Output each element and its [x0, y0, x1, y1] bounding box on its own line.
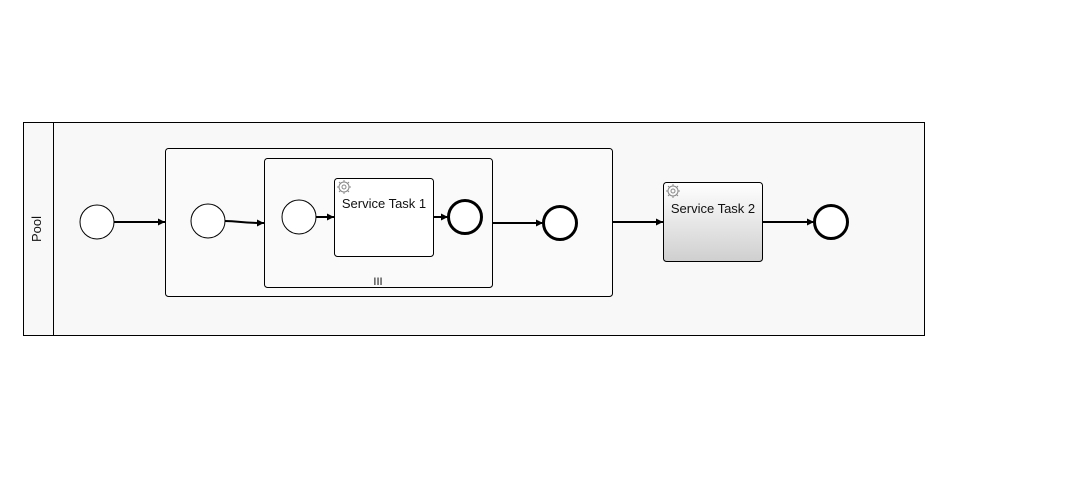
service-task-2[interactable]: Service Task 2 [663, 182, 763, 262]
end-event-outer-subprocess[interactable] [542, 205, 578, 241]
gear-icon [337, 180, 351, 194]
start-event-main[interactable] [79, 204, 115, 240]
start-event-inner-subprocess[interactable] [281, 199, 317, 235]
start-event-outer-subprocess[interactable] [190, 203, 226, 239]
service-task-2-label: Service Task 2 [671, 201, 755, 216]
gear-icon [666, 184, 680, 198]
end-event-inner-subprocess[interactable] [447, 199, 483, 235]
service-task-1-label: Service Task 1 [342, 196, 426, 211]
multi-instance-marker: III [373, 276, 382, 288]
pool-label: Pool [29, 216, 44, 242]
end-event-main[interactable] [813, 204, 849, 240]
sequence-flow-outer-start-to-inner[interactable] [224, 219, 265, 227]
service-task-1[interactable]: Service Task 1 [334, 178, 434, 257]
